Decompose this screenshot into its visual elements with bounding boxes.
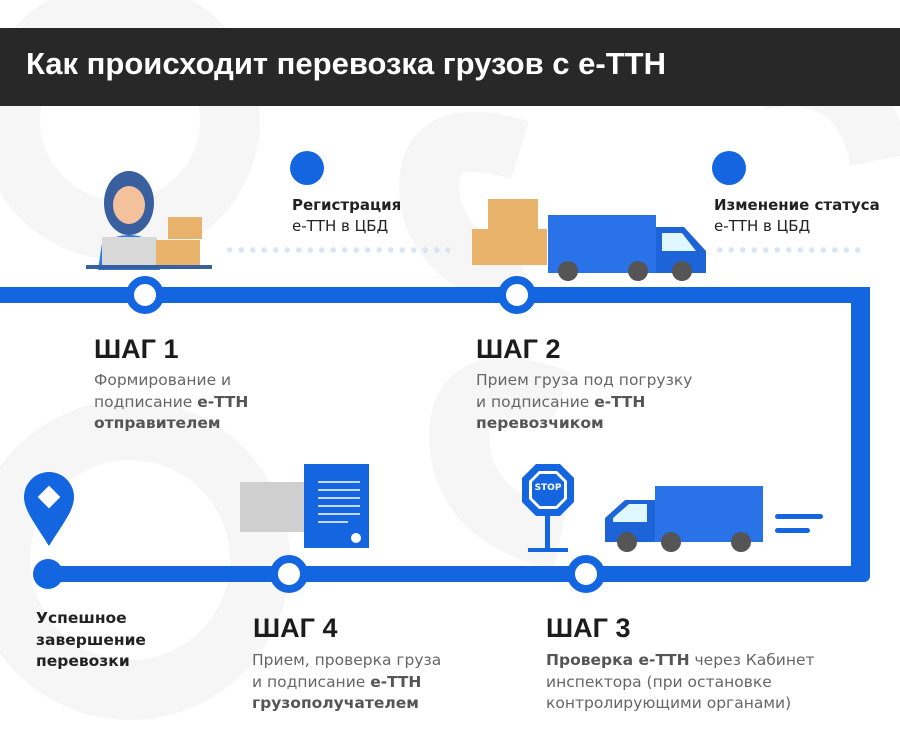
moving-truck-illustration xyxy=(605,486,823,552)
header: Как происходит перевозка грузов с е-ТТН xyxy=(0,28,900,106)
track-right xyxy=(851,287,870,581)
stop-sign-icon xyxy=(522,464,574,552)
step4-node xyxy=(270,555,308,593)
document-illustration xyxy=(240,464,369,548)
step4-title: ШАГ 4 xyxy=(253,613,338,643)
track-top xyxy=(0,287,870,303)
end-node xyxy=(33,559,63,589)
truck-with-boxes-illustration xyxy=(472,199,706,281)
step3-title: ШАГ 3 xyxy=(546,613,631,643)
track-bottom xyxy=(40,566,870,582)
callout-dot xyxy=(712,151,746,185)
location-pin-icon xyxy=(24,472,74,546)
step1-node xyxy=(126,276,164,314)
stop-sign-label: STOP xyxy=(534,483,562,493)
step1-title: ШАГ 1 xyxy=(94,334,179,364)
sender-illustration xyxy=(86,171,212,270)
page-title: Как происходит перевозка грузов с е-ТТН xyxy=(26,46,666,81)
dotted-line xyxy=(714,247,864,253)
step3-node xyxy=(567,555,605,593)
step2-node xyxy=(498,276,536,314)
callout-dot xyxy=(290,151,324,185)
step2-title: ШАГ 2 xyxy=(476,334,561,364)
dotted-line xyxy=(224,247,450,253)
